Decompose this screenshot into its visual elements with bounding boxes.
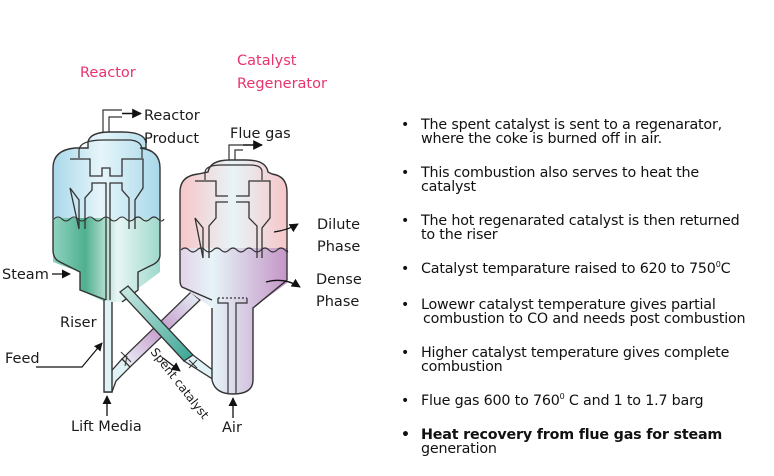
regenerator-vessel [179,140,289,395]
regenerator-title-line2: Regenerator [237,76,327,92]
dilute-phase-label-line2: Phase [317,239,360,255]
bullet-item: •Higher catalyst temperature gives compl… [401,345,730,375]
flue-gas-label: Flue gas [230,126,291,142]
slide-valve-spent [188,359,198,369]
dense-phase-label-line1: Dense [316,272,362,288]
reactor-title: Reactor [80,65,136,81]
bullet-icon: • [401,345,410,361]
dense-phase-label-line2: Phase [316,294,359,310]
reactor-product-label-line2: Product [144,131,199,147]
feed-arrow [36,342,103,368]
bullet-icon: • [401,297,410,313]
bullet-item: •Lowewr catalyst temperature gives parti… [401,297,746,327]
bullet-icon: • [401,213,410,229]
bullet-item: •The hot regenarated catalyst is then re… [401,213,740,243]
spent-catalyst-arrow [162,357,181,372]
riser-pipe [103,300,113,393]
dilute-phase-label-line1: Dilute [317,217,360,233]
reactor-vessel [52,108,165,303]
steam-label: Steam [2,267,49,283]
dense-phase-arrow [265,278,301,288]
regenerator-title-line1: Catalyst [237,53,297,69]
bullet-item: •The spent catalyst is sent to a regenar… [401,117,722,147]
air-label: Air [222,420,242,436]
lift-media-label: Lift Media [71,419,142,435]
bullet-icon: • [401,261,410,277]
bullet-list: •The spent catalyst is sent to a regenar… [398,118,774,476]
bullet-icon: • [401,117,410,133]
reactor-product-label-line1: Reactor [144,108,200,124]
regenerated-catalyst-standpipe [104,291,201,393]
bullet-icon: • [401,165,410,181]
bullet-icon: • [401,427,410,443]
bullet-icon: • [401,393,410,409]
dilute-phase-arrow [273,223,299,233]
bullet-item: •This combustion also serves to heat the… [401,165,699,195]
bullet-item: •Catalyst temparature raised to 620 to 7… [401,260,731,277]
slide-valve-regen [120,351,132,367]
riser-label: Riser [60,315,97,331]
bullet-item: •Flue gas 600 to 7600 C and 1 to 1.7 bar… [401,392,704,409]
fcc-diagram: Reactor Catalyst Regenerator [2,53,362,436]
feed-label: Feed [5,351,40,367]
